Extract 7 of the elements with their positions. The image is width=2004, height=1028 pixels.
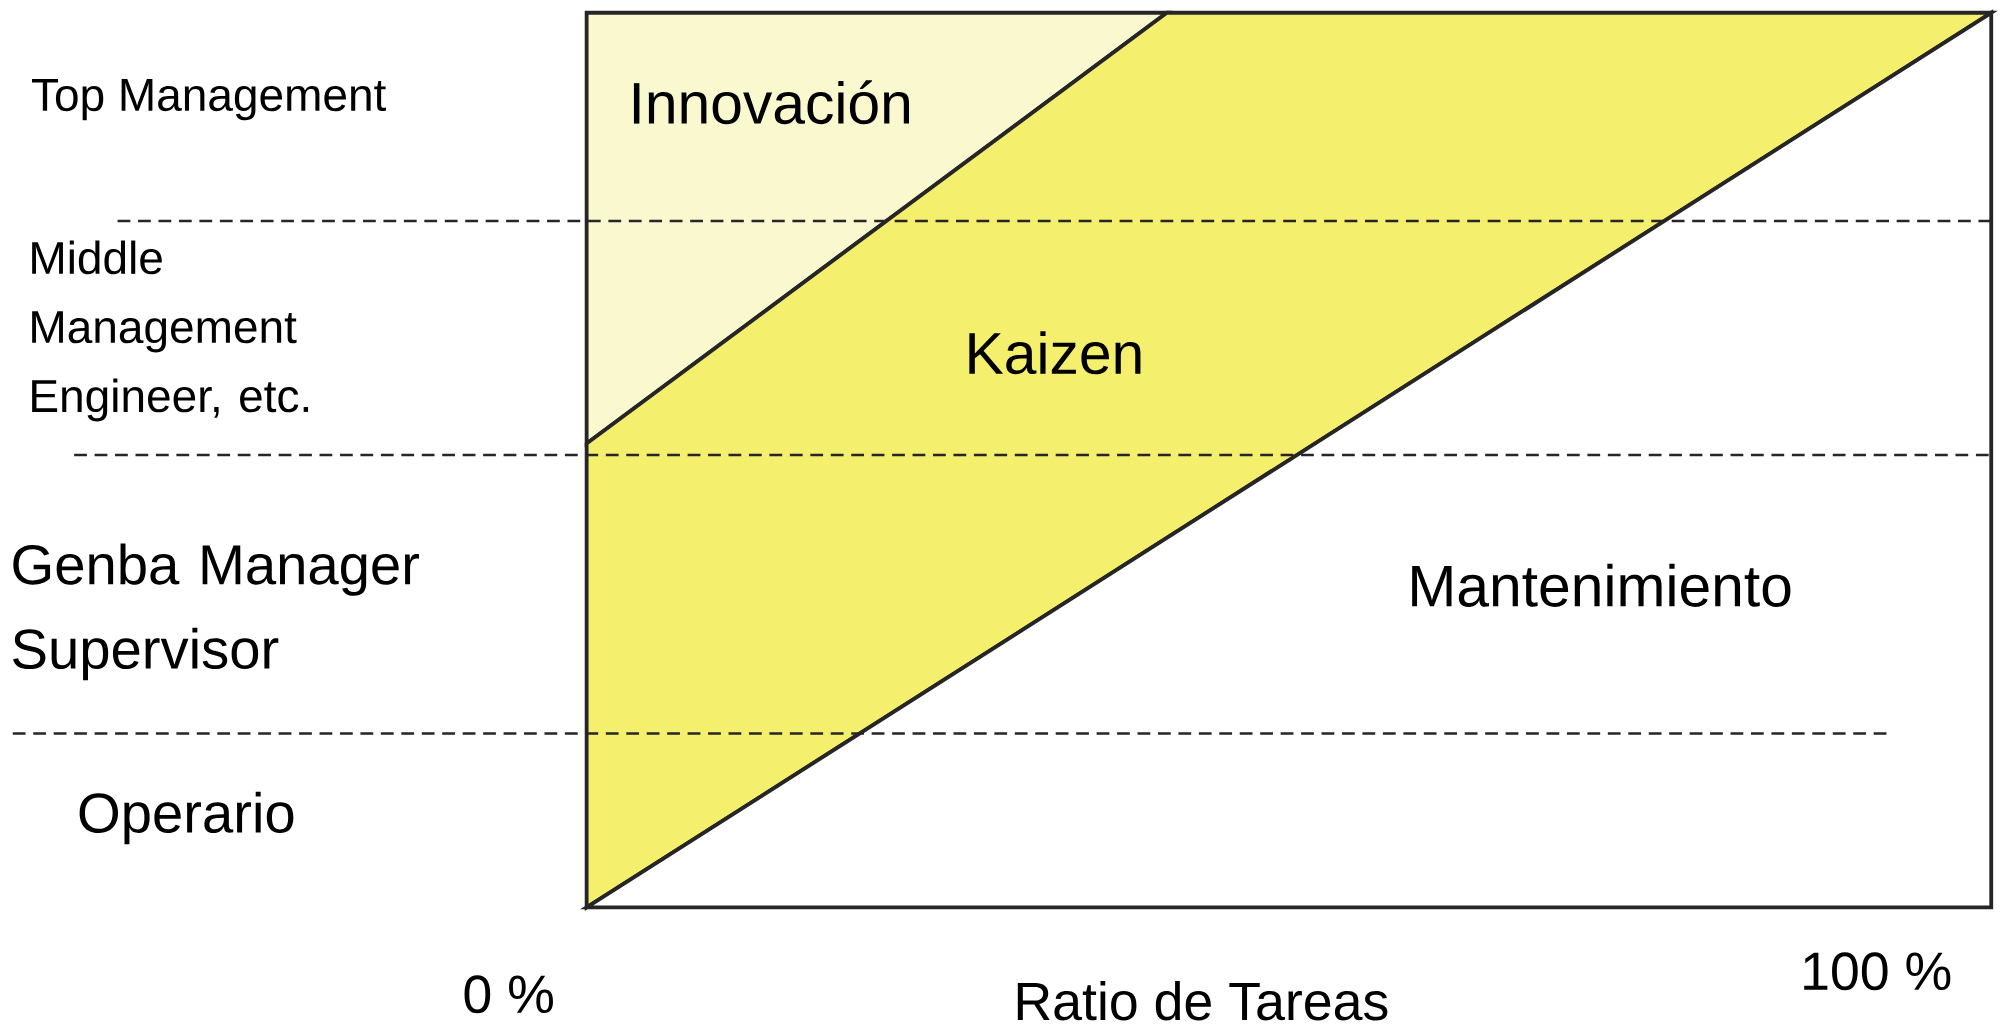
axis-label: Ratio de Tareas [1017, 981, 1388, 1021]
shaded-region: Mantenimiento [1412, 563, 1791, 608]
axis-label: Genba Manager Supervisor [13, 543, 419, 681]
axis-label: 0 % [464, 975, 553, 1014]
axis-label: Middle Management Engineer, etc. [32, 240, 309, 422]
axis-label: Top Management [32, 79, 386, 121]
axis-label: Operario [79, 791, 294, 845]
